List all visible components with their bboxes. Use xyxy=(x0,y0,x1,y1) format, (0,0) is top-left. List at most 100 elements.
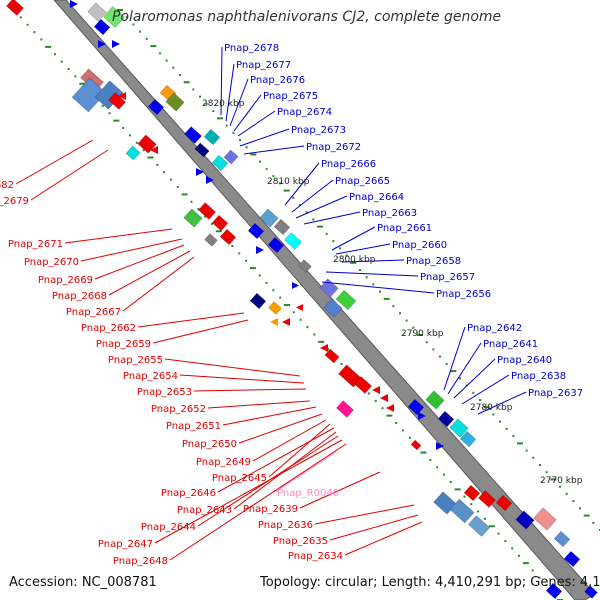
gene-feature xyxy=(259,208,279,228)
gene-feature xyxy=(108,92,126,110)
reverse-leader-line xyxy=(108,250,191,296)
gene-feature xyxy=(425,390,445,410)
reverse-gene-label[interactable]: Pnap_2644 xyxy=(141,522,196,533)
reverse-gene-label[interactable]: Pnap_2662 xyxy=(81,323,136,334)
reverse-gene-label[interactable]: Pnap_2679 xyxy=(0,196,29,207)
reverse-gene-label[interactable]: Pnap_2655 xyxy=(108,355,163,366)
position-tick xyxy=(497,532,500,535)
position-tick xyxy=(132,23,135,26)
position-tick xyxy=(306,326,309,329)
reverse-gene-label[interactable]: Pnap_2652 xyxy=(151,404,206,415)
gene-feature xyxy=(459,430,477,448)
forward-gene-label[interactable]: Pnap_2672 xyxy=(306,142,361,153)
position-tick xyxy=(108,112,111,115)
position-tick xyxy=(147,156,154,159)
position-tick xyxy=(258,274,261,277)
forward-gene-label[interactable]: Pnap_2657 xyxy=(420,272,475,283)
accession-label: Accession: NC_008781 xyxy=(9,575,157,590)
position-tick xyxy=(365,276,368,279)
forward-gene-label[interactable]: Pnap_2663 xyxy=(362,208,417,219)
position-tick xyxy=(53,53,56,56)
reverse-gene-label[interactable]: Pnap_2648 xyxy=(113,556,168,567)
gene-feature xyxy=(533,507,557,531)
reverse-gene-label[interactable]: Pnap_2635 xyxy=(273,536,328,547)
forward-gene-label[interactable]: Pnap_2656 xyxy=(436,289,491,300)
gene-feature xyxy=(194,142,210,158)
reverse-leader-line xyxy=(169,443,347,561)
reverse-gene-label[interactable]: Pnap_2667 xyxy=(66,307,121,318)
position-tick xyxy=(283,189,290,192)
position-tick xyxy=(511,547,514,550)
rna-gene-label[interactable]: Pnap_R0040 xyxy=(277,488,339,499)
reverse-gene-label[interactable]: Pnap_2654 xyxy=(123,371,178,382)
gene-feature xyxy=(198,202,216,220)
position-tick xyxy=(538,576,541,579)
gene-feature xyxy=(553,530,571,548)
forward-gene-label[interactable]: Pnap_2640 xyxy=(497,355,552,366)
forward-gene-label[interactable]: Pnap_2664 xyxy=(349,192,404,203)
gene-feature xyxy=(335,289,357,311)
position-tick xyxy=(572,500,575,503)
forward-gene-label[interactable]: Pnap_2641 xyxy=(483,339,538,350)
forward-gene-label[interactable]: Pnap_2676 xyxy=(250,75,305,86)
forward-gene-label[interactable]: Pnap_2660 xyxy=(392,240,447,251)
position-tick xyxy=(439,355,441,358)
position-tick xyxy=(197,208,200,211)
gene-feature xyxy=(203,128,221,146)
reverse-gene-label[interactable]: Pnap_2634 xyxy=(288,551,343,562)
reverse-gene-label[interactable]: Pnap_2651 xyxy=(166,421,221,432)
position-tick xyxy=(470,503,473,506)
reverse-gene-label[interactable]: Pnap_2645 xyxy=(212,473,267,484)
reverse-gene-label[interactable]: Pnap_2669 xyxy=(38,275,93,286)
position-tick xyxy=(279,182,281,185)
reverse-gene-label[interactable]: Pnap_2646 xyxy=(161,488,216,499)
forward-gene-arrow xyxy=(206,176,214,184)
position-tick xyxy=(402,429,405,432)
position-tick xyxy=(450,370,457,373)
reverse-gene-label[interactable]: Pnap_2643 xyxy=(177,505,232,516)
forward-gene-label[interactable]: Pnap_2658 xyxy=(406,256,461,267)
reverse-gene-label[interactable]: Pnap_2670 xyxy=(24,257,79,268)
forward-leader-line xyxy=(341,259,405,263)
reverse-gene-label[interactable]: Pnap_2639 xyxy=(243,504,298,515)
reverse-gene-label[interactable]: Pnap_2636 xyxy=(258,520,313,531)
reverse-gene-arrow xyxy=(118,92,126,100)
position-tick xyxy=(183,81,190,84)
position-tick xyxy=(190,200,193,203)
gene-feature xyxy=(545,582,563,600)
forward-gene-label[interactable]: Pnap_2673 xyxy=(291,125,346,136)
forward-gene-label[interactable]: Pnap_2678 xyxy=(224,43,279,54)
reverse-gene-label[interactable]: Pnap_2650 xyxy=(182,439,237,450)
reverse-gene-label[interactable]: Pnap_2649 xyxy=(196,457,251,468)
position-tick xyxy=(192,88,195,91)
forward-gene-label[interactable]: Pnap_2642 xyxy=(467,323,522,334)
reverse-gene-label[interactable]: Pnap_2668 xyxy=(52,291,107,302)
reverse-gene-label[interactable]: Pnap_2682 xyxy=(0,180,14,191)
forward-gene-label[interactable]: Pnap_2674 xyxy=(277,107,332,118)
forward-leader-line xyxy=(453,358,496,399)
reverse-gene-label[interactable]: Pnap_2653 xyxy=(137,387,192,398)
forward-gene-label[interactable]: Pnap_2677 xyxy=(236,60,291,71)
forward-gene-label[interactable]: Pnap_2637 xyxy=(528,388,583,399)
forward-gene-label[interactable]: Pnap_2661 xyxy=(377,223,432,234)
kbp-label: 2800 kbp xyxy=(333,255,376,265)
forward-gene-label[interactable]: Pnap_2675 xyxy=(263,91,318,102)
reverse-gene-label[interactable]: Pnap_2671 xyxy=(8,239,63,250)
position-tick xyxy=(477,510,480,513)
forward-gene-label[interactable]: Pnap_2638 xyxy=(511,371,566,382)
reverse-gene-label[interactable]: Pnap_2659 xyxy=(96,339,151,350)
forward-leader-line xyxy=(477,391,527,415)
gene-feature xyxy=(584,585,598,599)
forward-gene-label[interactable]: Pnap_2666 xyxy=(321,159,376,170)
reverse-gene-arrow xyxy=(380,394,388,402)
position-tick xyxy=(518,554,521,557)
genome-summary: Topology: circular; Length: 4,410,291 bp… xyxy=(260,575,600,590)
reverse-gene-label[interactable]: Pnap_2647 xyxy=(98,539,153,550)
gene-feature xyxy=(204,233,218,247)
position-tick xyxy=(399,312,401,315)
forward-gene-label[interactable]: Pnap_2665 xyxy=(335,176,390,187)
gene-feature xyxy=(449,418,469,438)
map-title: Polaromonas naphthalenivorans CJ2, compl… xyxy=(112,9,502,25)
